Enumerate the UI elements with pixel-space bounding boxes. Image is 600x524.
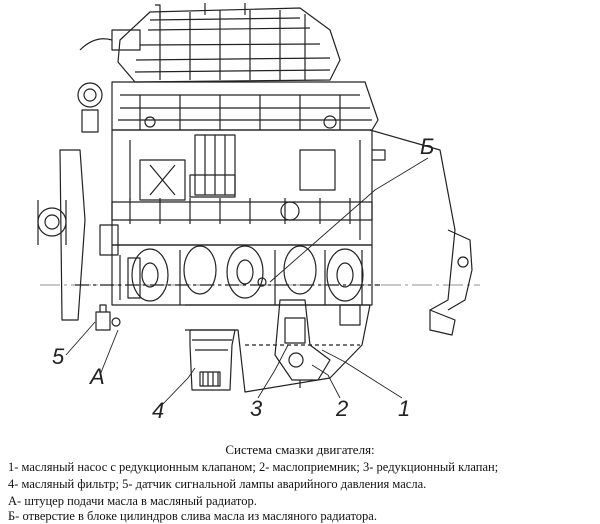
caption-line: Б- отверстие в блоке цилиндров слива мас… (8, 509, 377, 523)
cylinder-head (111, 81, 379, 131)
figure-caption: Система смазки двигателя: 1- масляный на… (0, 440, 600, 524)
callout-2: 2 (336, 396, 349, 421)
oil-filter (189, 329, 236, 391)
callout-a: А (90, 364, 105, 389)
oil-pressure-sensor (95, 304, 121, 331)
callout-3: 3 (250, 396, 263, 421)
callout-4: 4 (152, 398, 165, 423)
callout-1: 1 (398, 396, 411, 421)
callout-5: 5 (52, 344, 65, 369)
engine-lubrication-drawing (37, 3, 480, 406)
caption-line: 4- масляный фильтр; 5- датчик сигнальной… (8, 477, 427, 491)
oil-pump (274, 299, 331, 388)
caption-line: 1- масляный насос с редукционным клапано… (8, 460, 499, 474)
crankshaft (75, 244, 380, 306)
leader-lines (65, 157, 429, 406)
intake-manifold (77, 3, 341, 133)
camshaft (111, 198, 373, 224)
caption-title: Система смазки двигателя: (225, 442, 375, 457)
caption-line: А- штуцер подачи масла в масляный радиат… (8, 494, 257, 508)
clutch-housing (429, 229, 473, 336)
callout-b: Б (420, 134, 435, 159)
front-pulley (37, 149, 119, 321)
